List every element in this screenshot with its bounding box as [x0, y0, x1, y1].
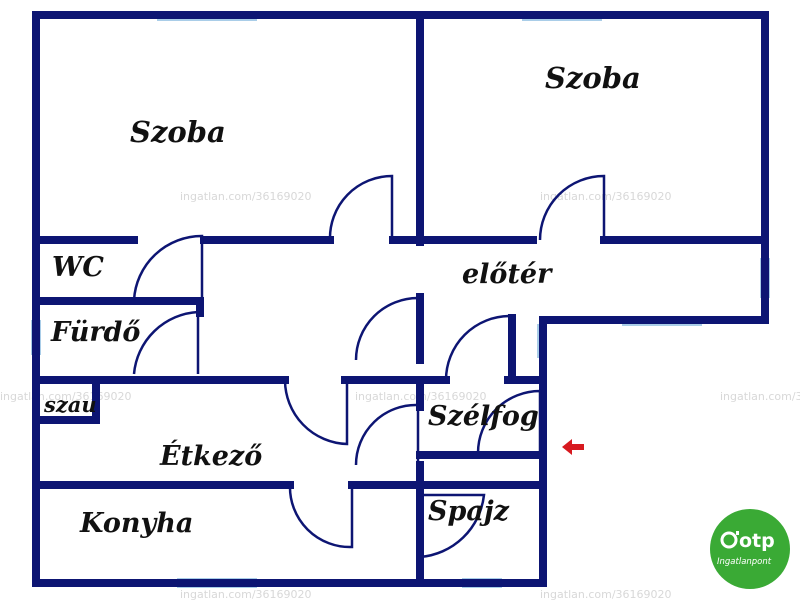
room-label-szoba-left: Szoba [130, 115, 226, 149]
watermark: ingatlan.com/36169020 [540, 588, 672, 600]
exterior-wall [32, 11, 769, 587]
door-swing [476, 389, 542, 454]
watermark: ingatlan.com/36169020 [180, 588, 312, 600]
walls [32, 11, 769, 587]
doors [132, 174, 606, 559]
room-label-etkezo: Étkező [159, 439, 262, 472]
watermark: ingatlan.com/36169020 [540, 190, 672, 203]
door-swing [132, 234, 204, 301]
watermark: ingatlan.com/36169020 [720, 390, 800, 403]
room-label-furdo: Fürdő [50, 317, 140, 348]
logo-subtitle: Ingatlanpont [717, 557, 772, 567]
room-label-spajz: Spajz [428, 496, 510, 527]
door-swing [419, 493, 486, 559]
door-swing [538, 174, 606, 241]
otp-ingatlanpont-logo: otp Ingatlanpont [710, 509, 790, 589]
door-swing [283, 379, 349, 446]
door-swing [444, 314, 512, 381]
room-label-szelfog: Szélfog [428, 401, 539, 432]
door-swing [132, 310, 200, 375]
door-swing [328, 174, 394, 241]
door-swing [288, 484, 354, 549]
room-label-szau: szau [43, 392, 97, 417]
door-swing [354, 296, 420, 361]
room-label-eloter: előtér [462, 259, 553, 290]
door-swing [354, 403, 420, 466]
room-labels: Szoba Szoba WC Fürdő szau előtér Étkező … [43, 61, 641, 539]
watermark: ingatlan.com/36169020 [180, 190, 312, 203]
room-label-konyha: Konyha [79, 508, 193, 539]
logo-brand: otp [739, 530, 775, 552]
left-arrow-icon [562, 439, 584, 455]
room-label-wc: WC [52, 252, 104, 283]
room-label-szoba-right: Szoba [545, 61, 641, 95]
